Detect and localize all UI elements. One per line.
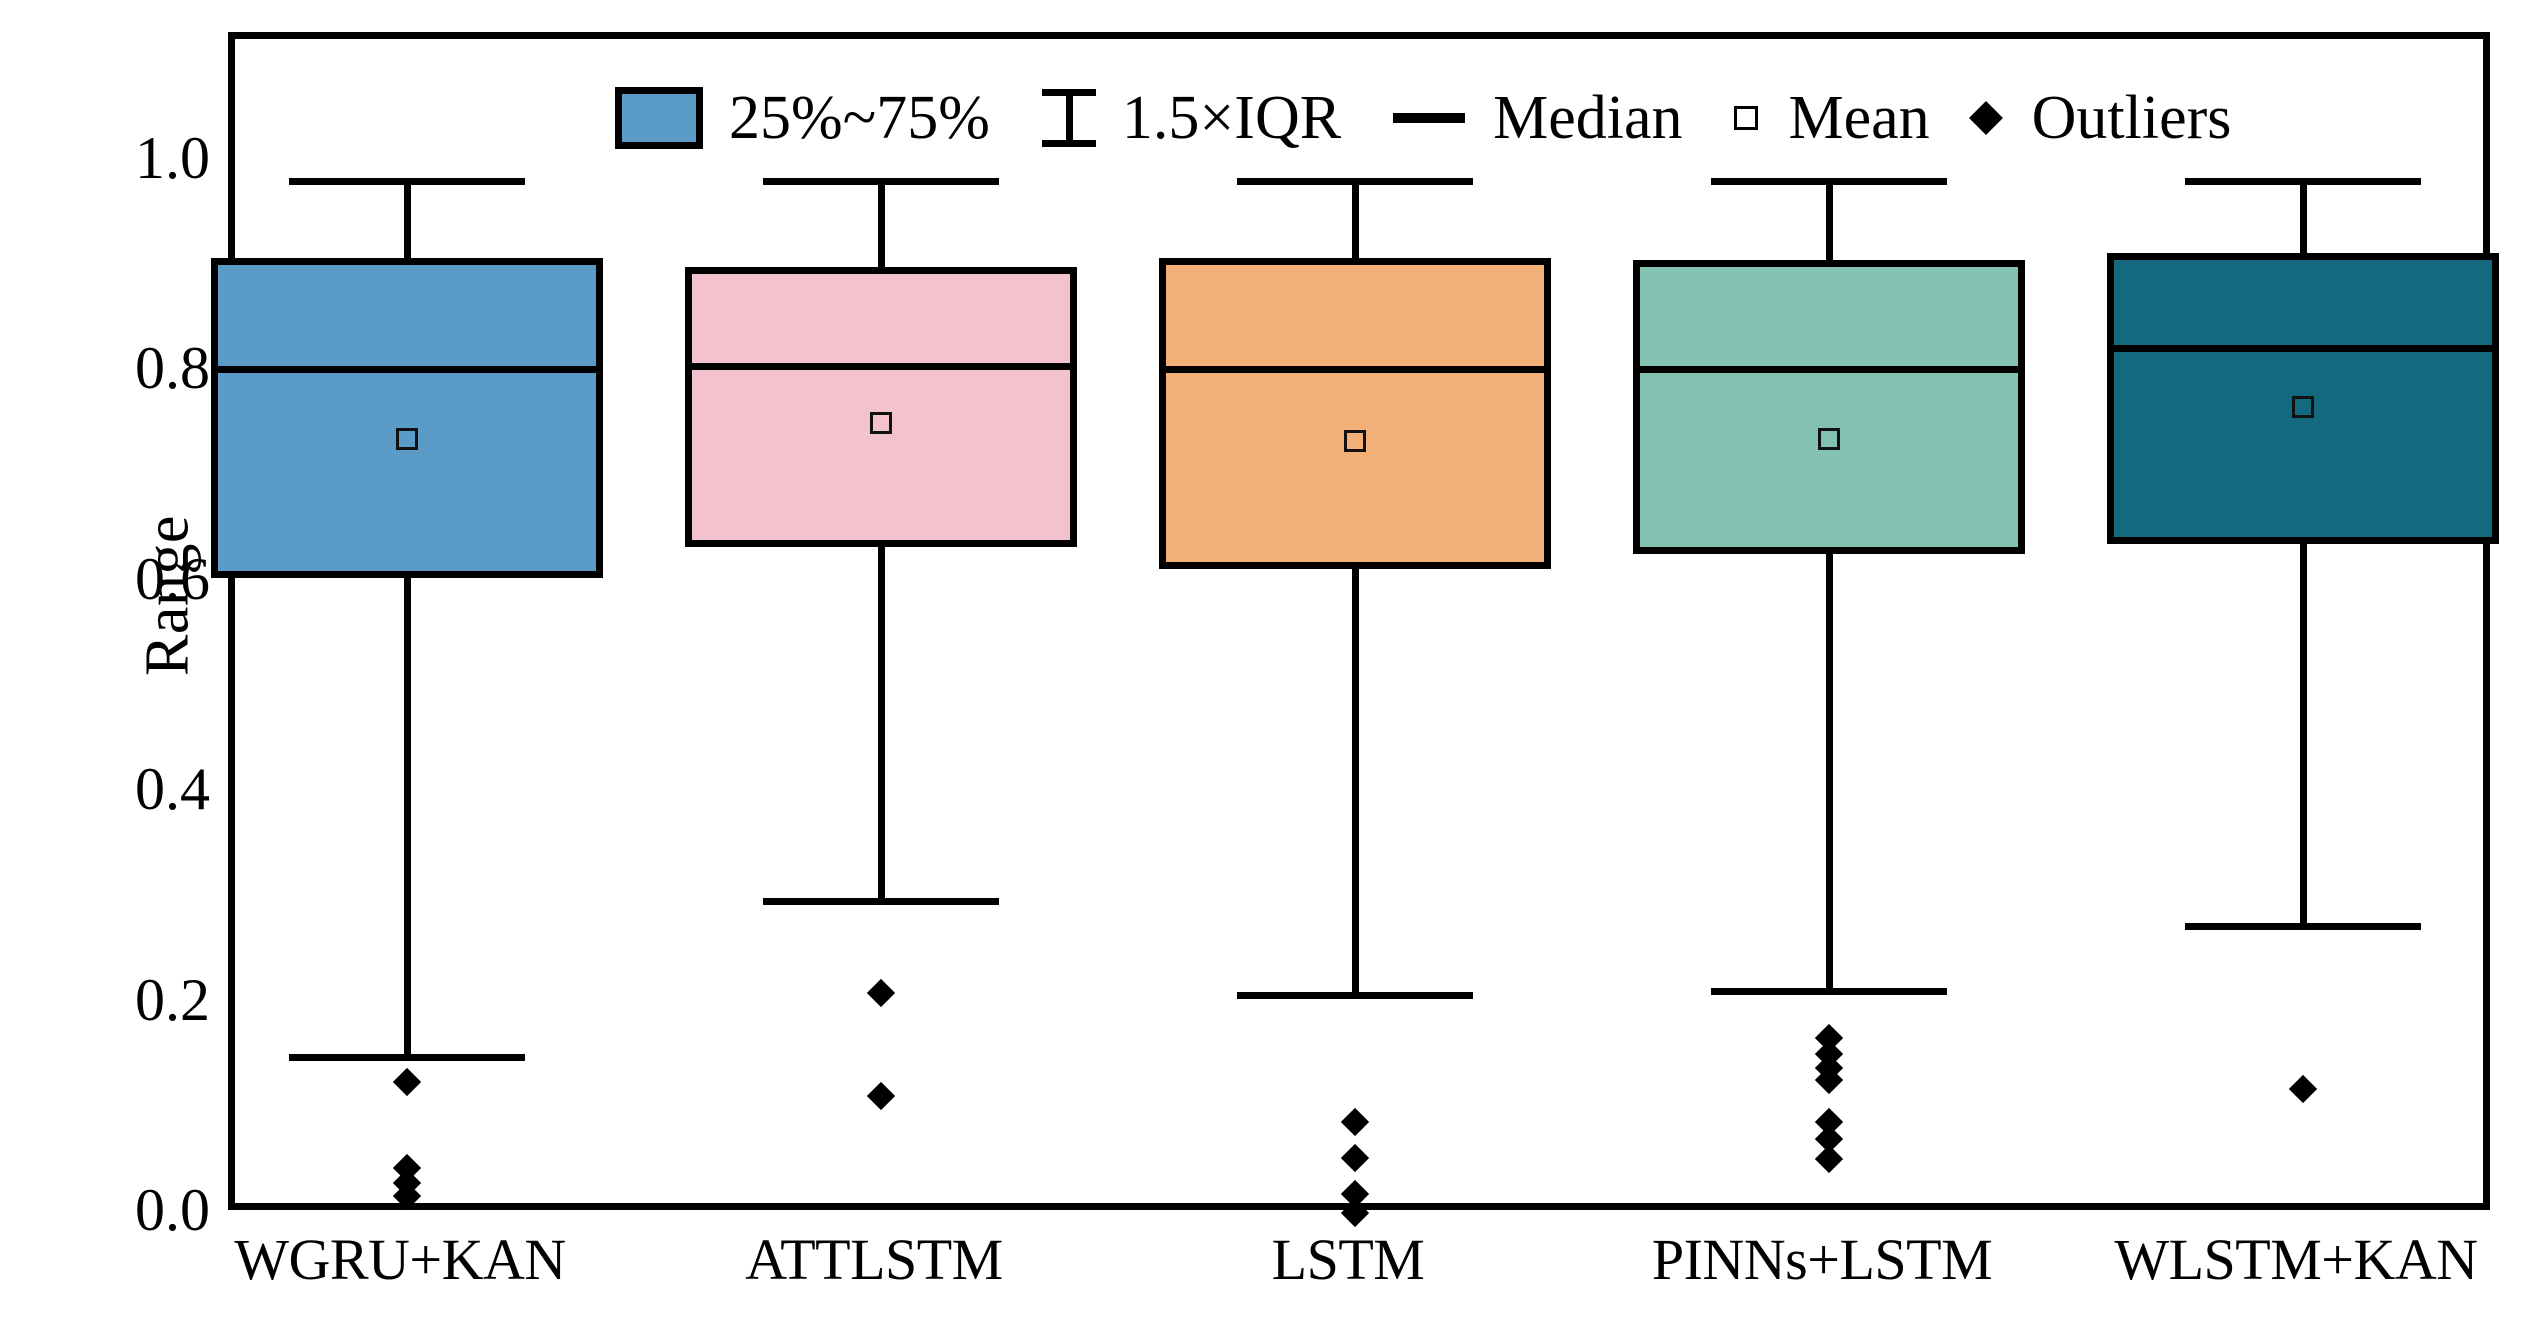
median-line [685,363,1077,371]
mean-marker [870,411,892,434]
lower-whisker-line [403,578,411,1054]
boxplot-group[interactable] [235,39,2499,1203]
lower-whisker-line [1825,554,1833,988]
legend-item-outliers: Outliers [1968,84,2232,152]
upper-whisker-line [1351,177,1359,258]
upper-whisker-line [1825,177,1833,260]
x-axis-tick-label: ATTLSTM [745,1227,1003,1292]
boxplot-group[interactable] [235,39,2483,1203]
median-line [2107,344,2499,352]
lower-whisker-cap [1237,991,1473,999]
plot-area: 25%~75% 1.5×IQR Median Mean [211,32,2499,1227]
x-axis-tick-label: PINNs+LSTM [1651,1227,1993,1292]
boxplot-group[interactable] [235,39,2483,1203]
mean-marker [2292,395,2314,418]
legend-label-whisker: 1.5×IQR [1121,84,1342,152]
lower-whisker-cap [763,898,999,906]
boxplot-group[interactable] [211,39,2483,1211]
legend-item-median: Median [1393,87,1682,149]
x-axis-tick-label: LSTM [1271,1227,1425,1292]
x-axis-tick-label: WLSTM+KAN [2114,1227,2478,1292]
mean-marker [396,427,418,450]
box-rect[interactable] [211,257,603,579]
boxplot-group[interactable] [235,39,2483,1227]
open-square-icon [1734,106,1759,130]
median-line [1159,365,1551,373]
upper-whisker-cap [289,177,525,185]
upper-whisker-line [2299,177,2307,254]
horizontal-line-icon [1393,113,1466,123]
x-axis-tick-label: WGRU+KAN [234,1227,566,1292]
lower-whisker-cap [289,1053,525,1061]
lower-whisker-cap [2185,923,2421,931]
lower-whisker-line [877,546,885,899]
y-axis-tick-label: 0.2 [135,966,210,1033]
chart-legend: 25%~75% 1.5×IQR Median Mean [615,79,2231,157]
box-rect[interactable] [685,267,1077,547]
whisker-cap-icon [1041,87,1096,149]
y-axis-tick-label: 1.0 [135,125,210,191]
legend-item-iqr-range: 25%~75% [615,87,990,149]
legend-item-whisker: 1.5×IQR [1041,84,1342,152]
mean-marker [1344,429,1366,452]
y-axis-tick-label: 0.6 [135,545,210,612]
upper-whisker-line [403,177,411,258]
y-axis-tick-label: 0.8 [135,335,210,402]
box-rect[interactable] [1633,259,2025,555]
upper-whisker-line [877,177,885,268]
upper-whisker-cap [763,177,999,185]
legend-label-outliers: Outliers [2031,84,2232,152]
filled-diamond-icon [1968,101,2003,135]
median-line [211,365,603,373]
upper-whisker-cap [1237,177,1473,185]
legend-label-iqr-range: 25%~75% [729,84,990,152]
lower-whisker-cap [1711,987,1947,995]
upper-whisker-cap [1711,177,1947,185]
filled-box-icon [615,87,703,149]
y-axis-tick-label: 0.4 [135,756,210,823]
upper-whisker-cap [2185,177,2421,185]
lower-whisker-line [2299,543,2307,924]
lower-whisker-line [1351,568,1359,992]
outlier-point [2288,1074,2318,1103]
legend-item-mean: Mean [1734,84,1930,152]
legend-label-mean: Mean [1788,84,1930,152]
mean-marker [1818,427,1840,450]
y-axis-tick-label: 0.0 [135,1177,210,1243]
box-rect[interactable] [1159,257,1551,569]
median-line [1633,365,2025,373]
legend-label-median: Median [1493,84,1683,152]
